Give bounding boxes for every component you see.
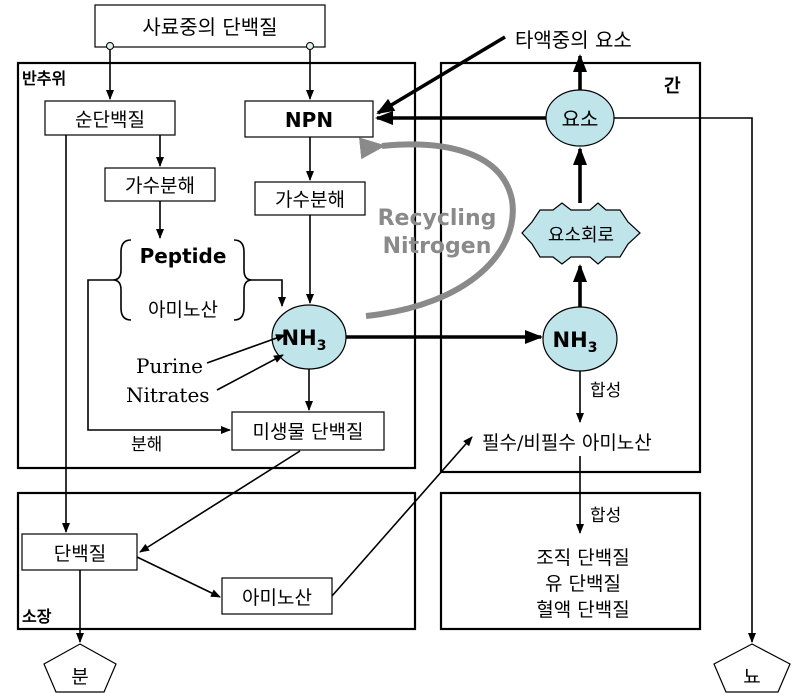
small-intestine-label: 소장 <box>22 607 52 626</box>
saliva-urea-label: 타액중의 요소 <box>515 28 632 52</box>
liver-nh3-label: NH3 <box>553 328 598 356</box>
hydrolysis-right-label: 가수분해 <box>275 189 345 211</box>
recycling-arrow <box>358 137 516 319</box>
arrow-nitrates-to-nh3 <box>216 354 284 391</box>
arrow-amino-acids-to-liver <box>331 436 473 597</box>
microbial-protein-box <box>231 411 385 451</box>
urine-pentagon <box>713 643 791 693</box>
feed-protein-port-left <box>106 42 114 50</box>
tissue-region <box>439 491 702 631</box>
nitrates-label: Nitrates <box>126 383 210 407</box>
intestine-amino-acids-label: 아미노산 <box>242 587 312 609</box>
intestine-protein-label: 단백질 <box>54 543 106 565</box>
arrow-saliva-to-npn <box>376 35 506 115</box>
microbial-protein-label: 미생물 단백질 <box>253 421 364 443</box>
essential-amino-acids-label: 필수/비필수 아미노산 <box>482 432 652 454</box>
arrow-purine-to-nh3 <box>206 334 286 364</box>
npn-label: NPN <box>285 108 333 132</box>
rumen-nh3-subscript: 3 <box>317 338 327 354</box>
arrow-microbial-to-intestine <box>139 450 301 553</box>
small-intestine-region <box>16 491 417 631</box>
npn-box <box>244 100 374 138</box>
hydrolysis-left-box <box>104 167 216 202</box>
recycling-line2: Nitrogen <box>383 234 492 259</box>
intestine-protein-box <box>21 533 138 571</box>
rumen-region <box>16 61 417 470</box>
urea-label: 요소 <box>562 107 599 131</box>
tissue-protein-label: 조직 단백질 <box>536 547 629 569</box>
tissue-synthesis-label: 합성 <box>590 506 621 526</box>
urine-label: 뇨 <box>743 666 760 688</box>
urea-cycle-badge <box>521 202 641 265</box>
feed-protein-port-right <box>306 42 314 50</box>
arrow-brace-to-nh3 <box>252 279 286 307</box>
liver-nh3-text: NH <box>553 328 588 352</box>
left-brace <box>112 239 132 321</box>
rumen-nh3-label: NH3 <box>282 326 327 354</box>
feces-pentagon <box>43 643 117 693</box>
feed-protein-box <box>94 4 326 48</box>
feed-protein-label: 사료중의 단백질 <box>142 15 277 39</box>
liver-nh3-subscript: 3 <box>588 340 598 356</box>
true-protein-label: 순단백질 <box>75 109 145 131</box>
intestine-amino-acids-box <box>221 577 333 615</box>
true-protein-box <box>44 100 176 136</box>
liver-region <box>439 61 702 474</box>
recycling-line1: Recycling <box>378 206 497 231</box>
arrow-decomposition-to-microbial <box>87 279 231 434</box>
feces-label: 분 <box>71 666 88 688</box>
hydrolysis-right-box <box>254 181 366 216</box>
right-brace <box>233 239 253 321</box>
purine-label: Purine <box>136 354 203 378</box>
arrow-urea-to-urine <box>614 117 756 643</box>
rumen-label: 반추위 <box>22 69 66 88</box>
rumen-nh3-text: NH <box>282 326 317 350</box>
rumen-amino-acids-label: 아미노산 <box>148 299 218 321</box>
liver-label: 간 <box>664 76 681 97</box>
hydrolysis-left-label: 가수분해 <box>125 175 195 197</box>
blood-protein-label: 혈액 단백질 <box>536 599 629 621</box>
decomposition-label: 분해 <box>131 435 162 455</box>
peptide-label: Peptide <box>140 244 227 268</box>
arrow-protein-to-amino-acids <box>136 556 221 598</box>
urea-cycle-label: 요소회로 <box>548 225 614 246</box>
liver-synthesis-label: 합성 <box>590 381 621 401</box>
milk-protein-label: 유 단백질 <box>545 573 621 595</box>
